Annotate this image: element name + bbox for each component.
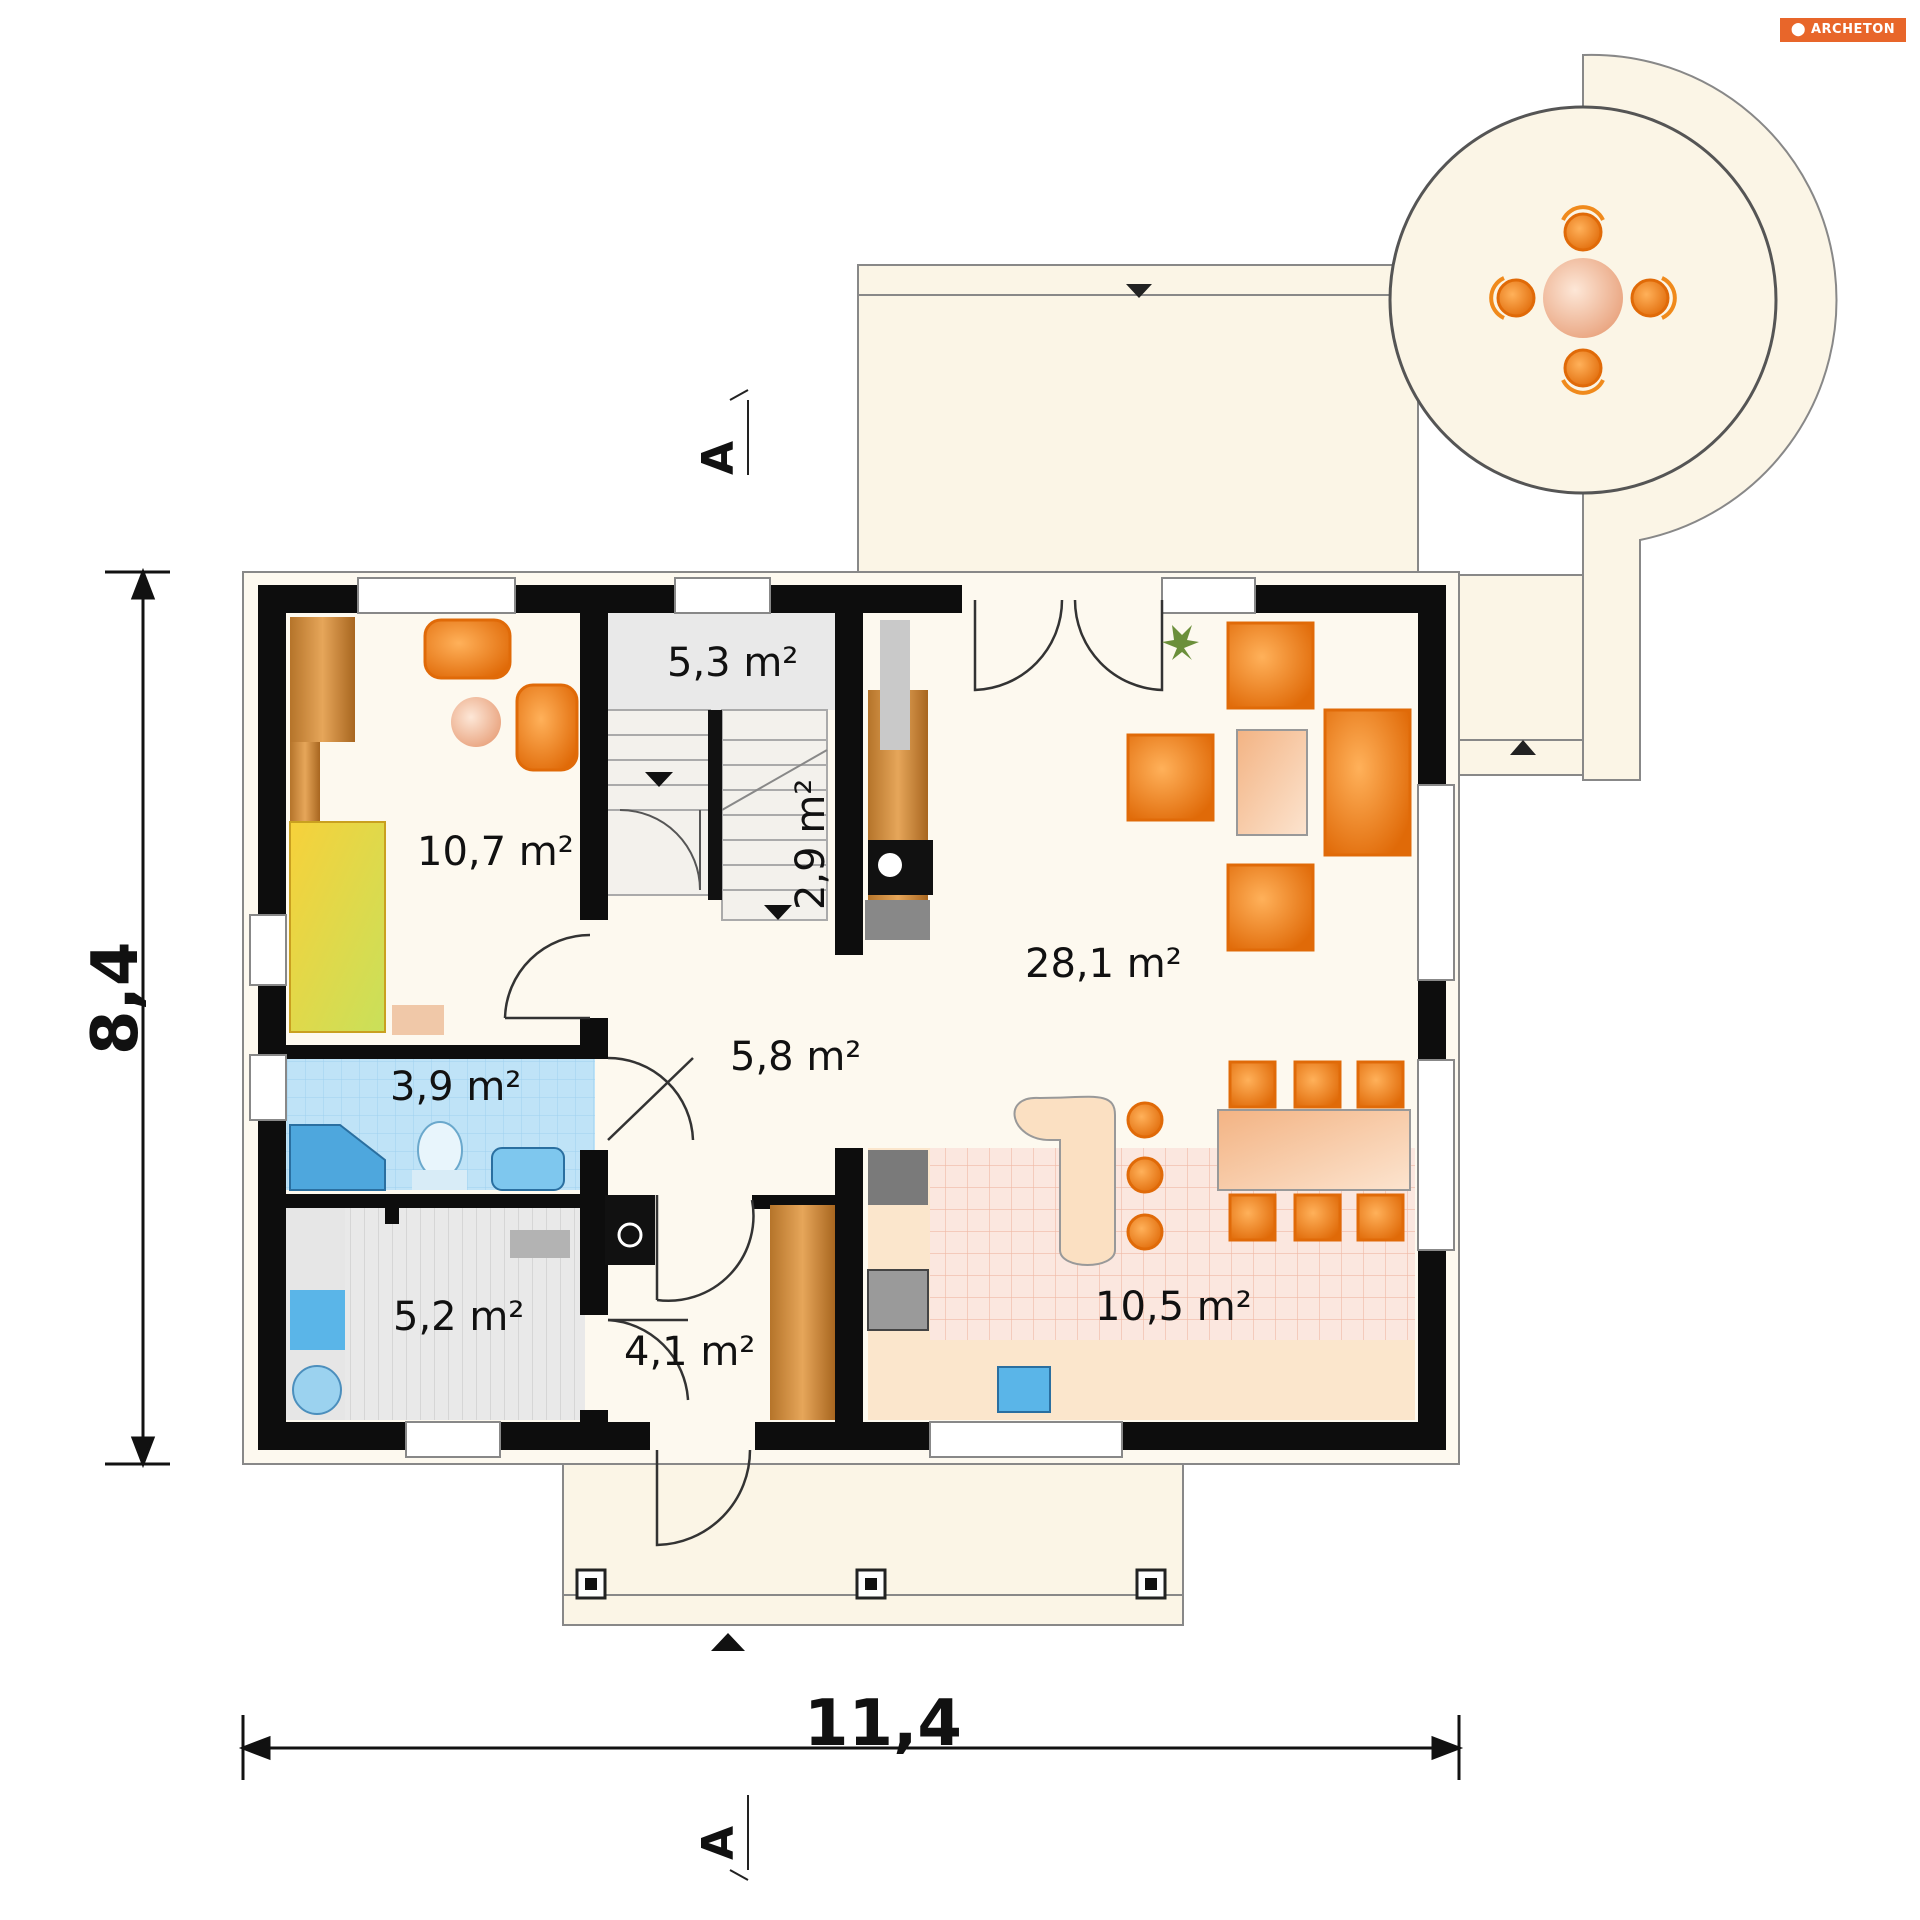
stair-down-arrow-2-icon (764, 905, 792, 920)
area-hall: 5,8 m² (730, 1034, 861, 1080)
doors (503, 599, 1164, 1547)
svg-text:A: A (693, 1826, 744, 1860)
terrace-side-arrow-icon (1510, 740, 1536, 755)
kitchen-fixtures (770, 620, 1116, 1420)
area-bedroom: 10,7 m² (417, 829, 574, 875)
utility-fixtures (290, 1195, 655, 1415)
section-marker-bottom: A (693, 1795, 749, 1881)
width-dimension: 11,4 (804, 1687, 962, 1761)
section-marker-top: A (693, 389, 749, 475)
front-porch (562, 1459, 1184, 1651)
bathroom-fixtures (289, 1121, 565, 1191)
main-entry-arrow-icon (711, 1633, 745, 1651)
windows (249, 577, 1455, 1458)
area-utility-room: 5,2 m² (393, 1294, 524, 1340)
dining-set (1217, 1060, 1411, 1242)
brand-logo: ⬤ ARCHETON (1780, 18, 1906, 42)
area-entrance: 4,1 m² (624, 1329, 755, 1375)
stair-down-arrow-icon (645, 772, 673, 787)
dimension-lines (105, 567, 1464, 1780)
area-stair-small: 2,9 m² (788, 779, 834, 910)
height-dimension: 8,4 (79, 942, 153, 1055)
bedroom-furniture (289, 617, 579, 1035)
plant-icon (1162, 625, 1199, 660)
area-bathroom: 3,9 m² (390, 1064, 521, 1110)
round-table-set (1489, 205, 1677, 395)
stairs-upper (605, 612, 835, 710)
area-stair-landing: 5,3 m² (667, 640, 798, 686)
walls (258, 585, 1446, 1450)
terrace-entry-arrow-icon (1126, 284, 1152, 298)
living-set (1126, 621, 1412, 952)
area-kitchen: 10,5 m² (1095, 1284, 1252, 1330)
area-living-room: 28,1 m² (1025, 941, 1182, 987)
bar-stools (1126, 1101, 1164, 1251)
svg-text:A: A (693, 441, 744, 475)
staircase (604, 709, 828, 921)
